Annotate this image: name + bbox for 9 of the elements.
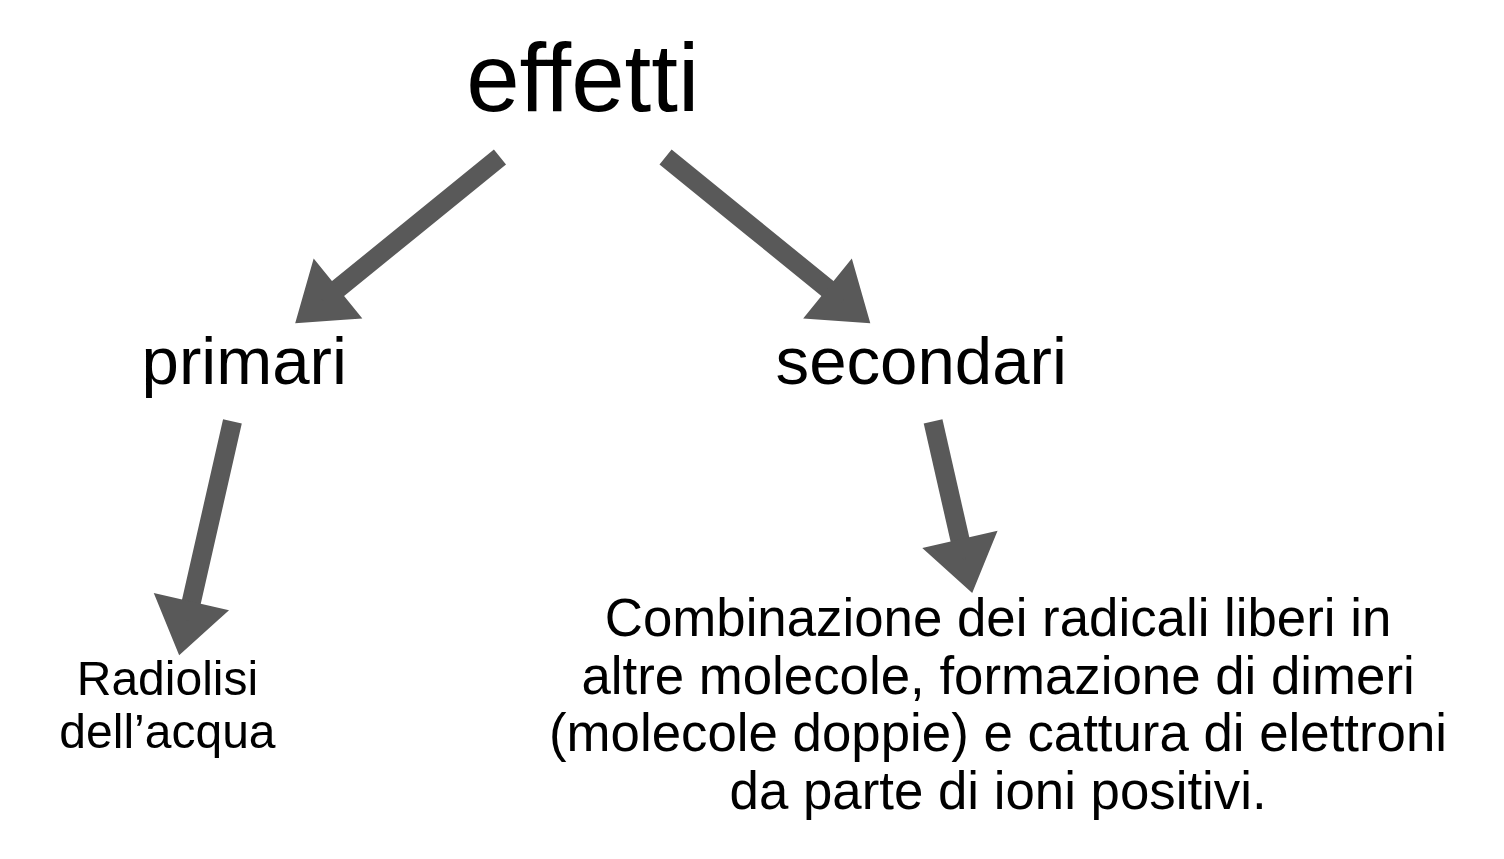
arrow	[922, 419, 998, 594]
node-text: Combinazione dei radicali liberi in altre molecole, formazione di dimeri (molecole doppie) e cattura di elettroni da parte di ioni positivi.	[549, 588, 1448, 821]
node-text: primari	[141, 322, 347, 398]
arrow	[659, 149, 871, 324]
node-text: effetti	[466, 24, 700, 132]
arrow	[153, 419, 242, 656]
arrow	[295, 149, 506, 324]
node-text: secondari	[775, 322, 1067, 398]
node-text: Radiolisi dell’acqua	[59, 651, 276, 758]
